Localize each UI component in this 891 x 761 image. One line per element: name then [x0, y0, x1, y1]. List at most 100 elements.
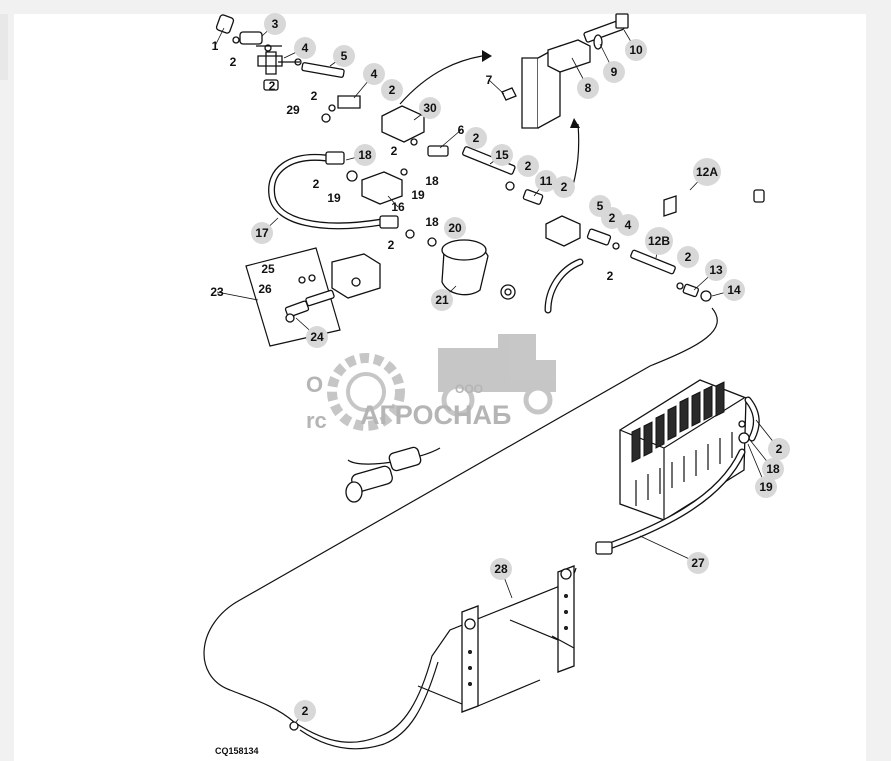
bracket-upright [557, 565, 575, 673]
callout-13: 13 [705, 259, 727, 281]
callout-label: 20 [448, 221, 462, 235]
callout-18: 18 [425, 215, 439, 229]
callout-bubble [419, 97, 441, 119]
hole [564, 626, 568, 630]
drawing-code: CQ158134 [215, 746, 259, 756]
tube-loop-outer [203, 307, 718, 723]
fitting-19 [738, 432, 750, 444]
callout-bubble [723, 279, 745, 301]
o-ring-20 [427, 237, 437, 247]
callout-label: 2 [269, 79, 276, 93]
tube-5 [301, 62, 345, 78]
arrow-head-icon [570, 118, 580, 128]
callout-label: 5 [597, 199, 604, 213]
stem [305, 289, 335, 307]
callout-4: 4 [617, 214, 639, 236]
connector-6 [427, 145, 449, 157]
callout-26: 26 [258, 282, 272, 296]
callout-label: 8 [585, 81, 592, 95]
leader-line [387, 195, 399, 208]
hose-return-inner [745, 397, 759, 441]
watermark: ООО АГРОСНАБ О rc [306, 334, 556, 433]
callout-label: 19 [327, 191, 341, 205]
watermark-tractor-icon [438, 334, 556, 392]
callout-bubble [553, 176, 575, 198]
callout-12b: 12B [645, 227, 673, 255]
callout-label: 5 [341, 49, 348, 63]
callout-2: 2 [465, 127, 487, 149]
block-lower [545, 215, 581, 247]
callout-bubble [264, 13, 286, 35]
callout-19: 19 [327, 191, 341, 205]
o-ring [308, 274, 316, 282]
callout-bubble [354, 144, 376, 166]
callout-bubble [251, 222, 273, 244]
callout-label: 2 [388, 238, 395, 252]
callout-2: 2 [230, 55, 237, 69]
callout-20: 20 [444, 217, 466, 239]
hole [468, 682, 472, 686]
o-ring-18 [405, 229, 415, 239]
callout-7: 7 [486, 73, 493, 87]
callout-2: 2 [553, 176, 575, 198]
callout-label: 4 [302, 41, 309, 55]
callout-bubble [465, 127, 487, 149]
callout-label: 23 [210, 285, 224, 299]
callout-label: 30 [423, 101, 437, 115]
callout-bubble [677, 246, 699, 268]
hose-end [325, 151, 345, 165]
callout-label: 19 [759, 480, 773, 494]
o-ring [612, 242, 620, 250]
plug-29 [321, 113, 331, 123]
callout-bubble [768, 438, 790, 460]
callout-bubble [381, 79, 403, 101]
elbow-fitting-4 [337, 95, 361, 109]
callout-2: 2 [607, 269, 614, 283]
callout-label: 2 [391, 144, 398, 158]
callout-label: 10 [629, 43, 643, 57]
callout-8: 8 [577, 77, 599, 99]
callout-9: 9 [603, 61, 625, 83]
callout-label: 2 [230, 55, 237, 69]
support-brackets [417, 565, 575, 713]
callout-label: 25 [261, 262, 275, 276]
watermark-fragment: О [306, 372, 323, 397]
bracket-arms [417, 619, 575, 707]
filter-top [441, 239, 487, 261]
o-ring [232, 36, 240, 44]
callout-21: 21 [431, 289, 453, 311]
callout-label: 2 [311, 89, 318, 103]
callout-label: 18 [358, 148, 372, 162]
pipe-inner [661, 184, 761, 198]
watermark-wheel [441, 383, 475, 417]
callout-bubble [363, 63, 385, 85]
callout-label: 2 [607, 269, 614, 283]
callout-label: 17 [255, 226, 269, 240]
callout-bubble [693, 158, 721, 186]
callout-bubble [755, 476, 777, 498]
callout-bubble [577, 77, 599, 99]
callout-bubble [705, 259, 727, 281]
o-ring [676, 282, 684, 290]
callout-label: 15 [495, 148, 509, 162]
manifold-area [381, 105, 620, 250]
adapter-3 [239, 31, 263, 45]
callout-bubble [625, 39, 647, 61]
shaft-end [345, 481, 363, 503]
callout-19: 19 [755, 476, 777, 498]
callout-label: 2 [313, 177, 320, 191]
callout-30: 30 [419, 97, 441, 119]
o-ring [505, 181, 515, 191]
leader-line [216, 291, 259, 301]
hole [564, 610, 568, 614]
leader-line [214, 27, 225, 47]
callout-label: 24 [310, 330, 324, 344]
window-edge [0, 14, 8, 80]
callout-label: 2 [389, 83, 396, 97]
fitting-chain-top-left [215, 14, 361, 123]
callout-bubble [444, 217, 466, 239]
solenoid-port [351, 277, 361, 287]
callout-2: 2 [294, 700, 316, 722]
shaft-collar [388, 446, 422, 472]
